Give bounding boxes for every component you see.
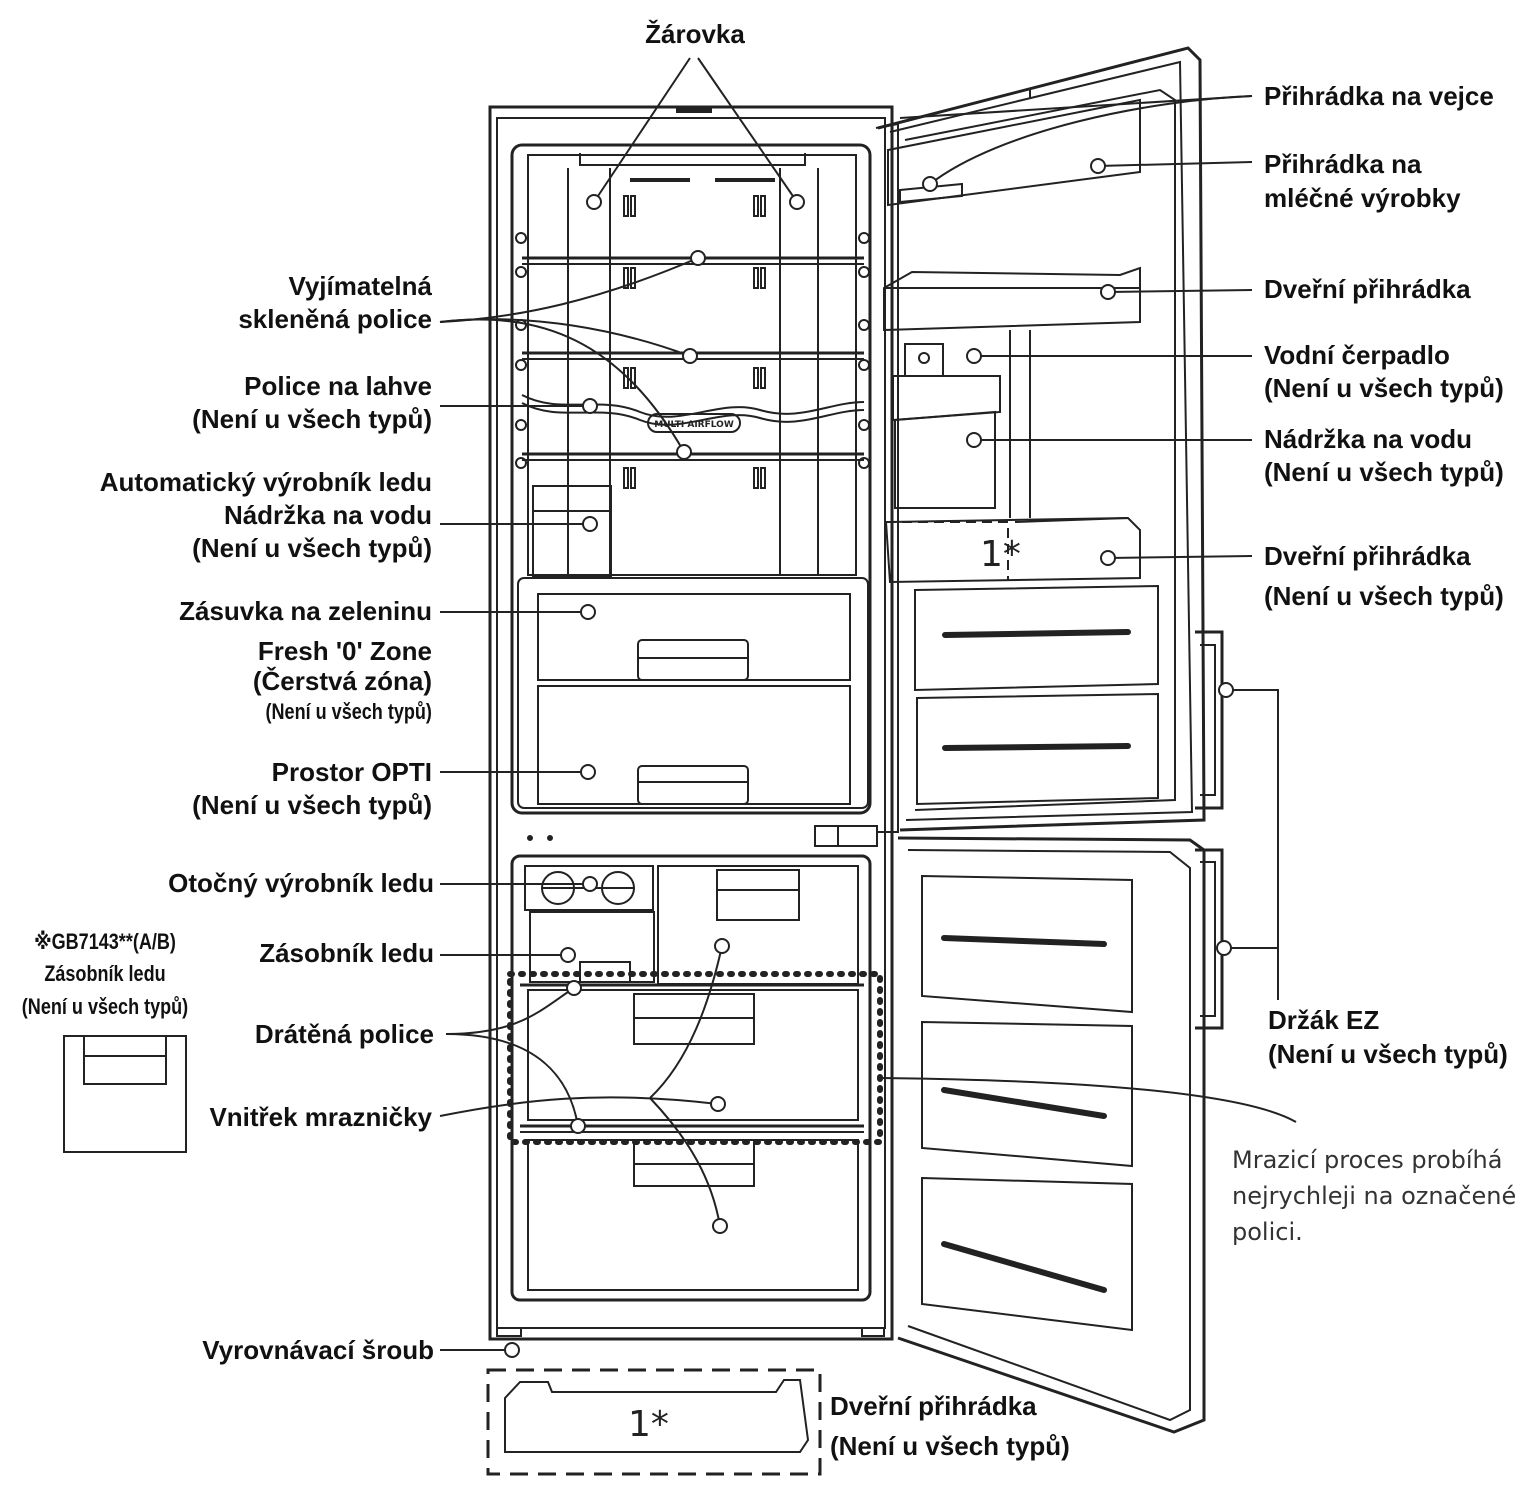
marker-upper: 1* bbox=[980, 534, 1021, 575]
fridge-body bbox=[490, 107, 892, 1339]
label-vyrovnavaci: Vyrovnávací šroub bbox=[202, 1334, 434, 1366]
lower-door bbox=[898, 838, 1222, 1432]
label-nadrzka-2: (Není u všech typů) bbox=[1264, 456, 1504, 488]
fast-freeze-zone-outline bbox=[510, 974, 880, 1142]
label-zasobnik: Zásobník ledu bbox=[259, 937, 434, 969]
inset-ice-bin bbox=[64, 1036, 186, 1152]
label-vnitrek: Vnitřek mrazničky bbox=[209, 1101, 432, 1133]
label-auto-led-2: Nádržka na vodu bbox=[224, 499, 432, 531]
label-dverni2-2: (Není u všech typů) bbox=[1264, 580, 1504, 612]
label-vyjimatelna-1: Vyjímatelná bbox=[288, 270, 432, 302]
label-dverni-1: Dveřní přihrádka bbox=[1264, 273, 1471, 305]
label-drzak-1: Držák EZ bbox=[1268, 1004, 1379, 1036]
label-otocny: Otočný výrobník ledu bbox=[168, 867, 434, 899]
marker-lower: 1* bbox=[628, 1404, 669, 1445]
label-mlecne-2: mléčné výrobky bbox=[1264, 182, 1461, 214]
label-zasuvka: Zásuvka na zeleninu bbox=[179, 595, 432, 627]
label-vyjimatelna-2: skleněná police bbox=[238, 303, 432, 335]
inset-note: (Není u všech typů) bbox=[19, 993, 191, 1021]
airflow-label: MULTI AIRFLOW bbox=[654, 420, 734, 430]
label-drzak-2: (Není u všech typů) bbox=[1268, 1038, 1508, 1070]
inset-title: Zásobník ledu bbox=[19, 960, 191, 988]
label-vejce: Přihrádka na vejce bbox=[1264, 80, 1494, 112]
label-police-lahve-2: (Není u všech typů) bbox=[192, 403, 432, 435]
label-cerpadlo-2: (Není u všech typů) bbox=[1264, 372, 1504, 404]
label-fresh-1: Fresh '0' Zone bbox=[258, 635, 432, 667]
label-opti-2: (Není u všech typů) bbox=[192, 789, 432, 821]
inset-model: ※GB7143**(A/B) bbox=[19, 928, 191, 956]
label-police-lahve-1: Police na lahve bbox=[244, 370, 432, 402]
freeze-note-2: nejrychleji na označené bbox=[1232, 1178, 1516, 1214]
label-auto-led-3: (Není u všech typů) bbox=[192, 532, 432, 564]
label-dverni3-1: Dveřní přihrádka bbox=[830, 1390, 1037, 1422]
label-zarovka: Žárovka bbox=[600, 18, 790, 50]
label-auto-led-1: Automatický výrobník ledu bbox=[100, 466, 432, 498]
freeze-note-1: Mrazicí proces probíhá bbox=[1232, 1142, 1502, 1178]
label-fresh-2: (Čerstvá zóna) bbox=[253, 665, 432, 697]
label-opti-1: Prostor OPTI bbox=[272, 756, 432, 788]
label-dratena: Drátěná police bbox=[255, 1018, 434, 1050]
label-dverni3-2: (Není u všech typů) bbox=[830, 1430, 1070, 1462]
freeze-note-3: polici. bbox=[1232, 1214, 1303, 1250]
label-dverni2-1: Dveřní přihrádka bbox=[1264, 540, 1471, 572]
label-mlecne-1: Přihrádka na bbox=[1264, 148, 1422, 180]
label-fresh-3: (Není u všech typů) bbox=[266, 698, 432, 726]
label-cerpadlo-1: Vodní čerpadlo bbox=[1264, 339, 1450, 371]
label-nadrzka-1: Nádržka na vodu bbox=[1264, 423, 1472, 455]
